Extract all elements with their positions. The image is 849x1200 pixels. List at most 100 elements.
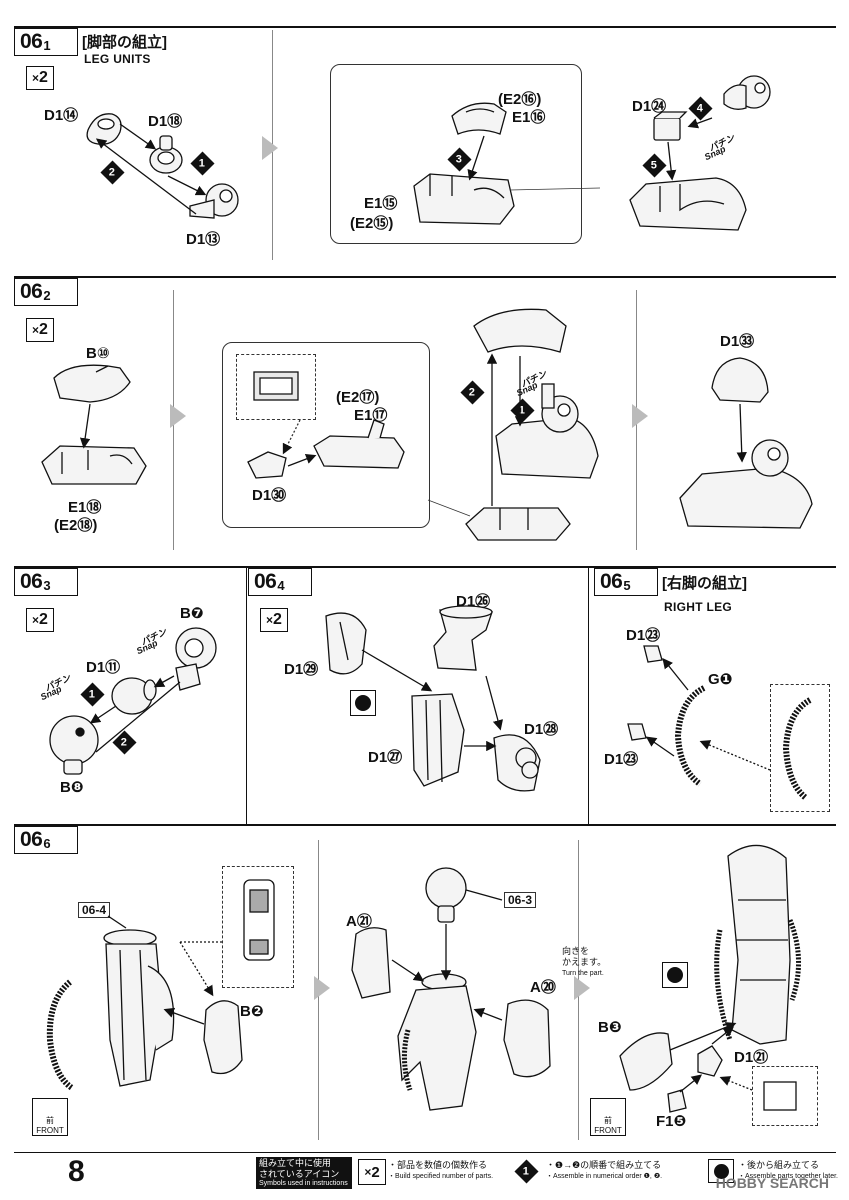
part-b8-ball-icon (425, 867, 467, 923)
leg-mid-assembly-icon (495, 383, 599, 479)
section-rule-2 (14, 276, 836, 278)
detail-dashbox (236, 354, 316, 420)
part-e1-15-icon (413, 173, 515, 225)
leg-frame-left-icon (103, 929, 175, 1087)
section-header-06-4: 06 4 (254, 568, 285, 594)
leg-frame-mid-icon (397, 973, 477, 1111)
section-number: 06 (600, 570, 623, 593)
flow-arrow-icon (262, 136, 278, 160)
multiplier-prefix: × (364, 1165, 372, 1179)
section-number: 06 (20, 280, 43, 303)
leg-completed-shin-icon (679, 439, 813, 529)
front-indicator: 前 FRONT (32, 1098, 68, 1136)
part-label: D1㉙ (284, 661, 319, 678)
part-d1-28-icon (493, 734, 541, 792)
part-d1-13-assembled-icon (723, 75, 771, 110)
detail-dashbox (222, 866, 294, 988)
assembly-illustration (41, 75, 813, 1113)
legend-text-jp: ・❶→❷の順番で組み立てる (546, 1160, 662, 1170)
section-title-en: LEG UNITS (84, 52, 151, 66)
part-label: (E2⑯) (498, 91, 542, 108)
detail-inset (222, 342, 430, 528)
leg-complete-icon (714, 844, 801, 1045)
turn-note-jp: 向きを (562, 946, 590, 956)
assemble-later-legend-icon (708, 1159, 734, 1183)
part-label: (E2⑰) (336, 389, 380, 406)
section-header-box (14, 568, 78, 596)
turn-note-en: Turn the part. (562, 970, 604, 977)
legend-multiplier: ・部品を数値の個数作る ・Build specified number of p… (388, 1160, 508, 1182)
part-e1-16-icon (451, 102, 507, 135)
flow-arrow-icon (632, 404, 648, 428)
part-d1-27-icon (411, 693, 465, 787)
legend-text-en: ・Assemble in numerical order ❶, ❷. (546, 1173, 663, 1180)
part-b2-icon (203, 1000, 243, 1075)
part-b10-icon (53, 364, 131, 403)
part-d1-18-icon (149, 135, 183, 174)
part-d1-33-icon (711, 357, 769, 403)
multiplier-prefix: × (32, 71, 40, 85)
page-number: 8 (68, 1155, 85, 1188)
turn-note-jp: かえます。 (562, 957, 607, 967)
part-d1-26-icon (433, 605, 493, 671)
part-label: E1⑮ (364, 195, 398, 212)
section-header-06-2: 06 2 (20, 278, 51, 304)
section-sub: 3 (43, 578, 51, 593)
part-label: D1㉓ (604, 751, 639, 768)
legend-title-jp: されているアイコン (259, 1168, 340, 1179)
section-sub: 1 (43, 38, 51, 53)
part-label: E1⑱ (68, 499, 102, 516)
divider (246, 568, 247, 824)
multiplier-count: 2 (39, 69, 48, 86)
part-e1-17-icon (313, 419, 405, 469)
legend-title: 組み立て中に使用 されているアイコン Symbols used in instr… (256, 1157, 352, 1189)
part-label: B❽ (60, 779, 84, 796)
part-label: E1⑯ (512, 109, 546, 126)
part-d1-14-icon (86, 113, 122, 145)
reference-tag: 06-4 (78, 902, 111, 918)
divider (588, 568, 589, 824)
part-label: D1㉝ (720, 333, 755, 350)
section-header-box (14, 28, 78, 56)
section-rule-1 (14, 26, 836, 28)
part-label: B⑩ (86, 345, 110, 362)
multiplier-prefix: × (32, 323, 40, 337)
legend-text-en: ・Assemble parts together later. (738, 1173, 838, 1180)
flow-arrow-icon (574, 976, 590, 1000)
part-d1-23a-icon (643, 645, 663, 663)
leg-upper-assembly-icon (629, 177, 747, 231)
front-jp: 前 (604, 1116, 612, 1125)
legend-text-en: ・Build specified number of parts. (388, 1173, 494, 1180)
part-label: (E2⑮) (350, 215, 394, 232)
part-d1-30-icon (247, 451, 287, 479)
part-label: B❼ (180, 605, 204, 622)
step-number: 1 (523, 1165, 530, 1178)
part-d1-24-icon (653, 111, 688, 141)
front-en: FRONT (36, 1126, 64, 1135)
part-d1-11-icon (111, 677, 157, 715)
flow-arrow-icon (170, 404, 186, 428)
order-legend-icon: 1 (514, 1159, 539, 1184)
part-label: F1❺ (656, 1113, 687, 1130)
part-g1-cable-detail-icon (782, 697, 812, 801)
multiplier-count: 2 (39, 611, 48, 628)
part-b3-icon (619, 1032, 673, 1091)
part-a21-icon (351, 927, 391, 999)
part-label: G❶ (708, 671, 733, 688)
section-header-06-6: 06 6 (20, 826, 51, 852)
part-d1-29-icon (325, 612, 367, 675)
section-title-jp: [脚部の組立] (82, 34, 167, 51)
section-rule-4 (14, 824, 836, 826)
part-label: D1㉓ (626, 627, 661, 644)
multiplier-count: 2 (39, 321, 48, 338)
detail-inset (330, 64, 582, 244)
multiplier-prefix: × (32, 613, 40, 627)
section-header-06-1: 06 1 (20, 28, 51, 54)
part-d1-21-icon (697, 1045, 723, 1077)
part-top-cover-icon (473, 308, 567, 353)
part-label: E1⑰ (354, 407, 388, 424)
part-g1-cable-icon (674, 685, 706, 787)
section-number: 06 (20, 828, 43, 851)
legend-later: ・後から組み立てる ・Assemble parts together later… (738, 1160, 838, 1182)
